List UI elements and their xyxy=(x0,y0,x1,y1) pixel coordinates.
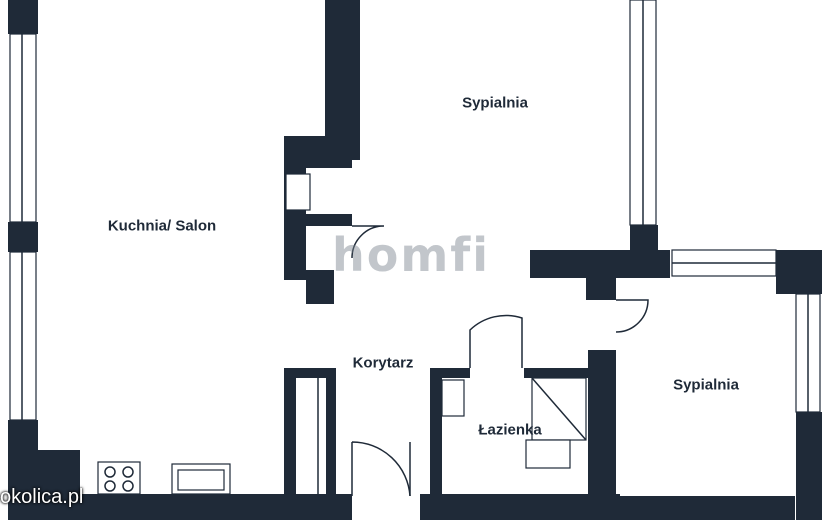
wardrobe-wall-right xyxy=(326,368,336,498)
watermark: homfi xyxy=(332,228,491,282)
pillar-right xyxy=(586,278,616,300)
left-wall-top xyxy=(8,0,38,34)
source-watermark: okolica.pl xyxy=(0,486,84,508)
bottom-wall-right xyxy=(620,496,795,520)
bathtub-edge xyxy=(525,439,571,469)
window-left-lower xyxy=(9,251,37,421)
door-bedroom-top xyxy=(351,225,385,259)
room-label-bedroom-top: Sypialnia xyxy=(462,94,528,112)
door-bathroom xyxy=(469,314,523,368)
window-left-upper xyxy=(9,33,37,223)
room-label-kitchen-living: Kuchnia/ Salon xyxy=(107,217,217,235)
right-wall-lower xyxy=(796,412,822,520)
corner-right xyxy=(776,250,822,294)
central-wall-upper xyxy=(325,0,360,160)
bath-wall-left xyxy=(430,368,442,496)
left-wall-bottom xyxy=(8,420,38,520)
bath-wall-top-right xyxy=(524,368,588,378)
room-label-bedroom-right: Sypialnia xyxy=(673,376,739,394)
door-right-bedroom xyxy=(615,299,649,333)
bottom-wall-mid xyxy=(420,494,620,520)
room-label-corridor: Korytarz xyxy=(352,354,414,372)
wardrobe-wall-top xyxy=(284,368,336,378)
central-wall-stub xyxy=(306,214,352,226)
fridge xyxy=(285,173,311,211)
bottom-wall xyxy=(80,494,352,520)
door-entrance xyxy=(351,441,411,497)
central-wall-jog xyxy=(284,136,352,168)
left-wall-mid xyxy=(8,222,38,252)
bath-wall-top xyxy=(430,368,470,378)
cooktop xyxy=(97,461,141,495)
bath-cabinet xyxy=(441,379,465,417)
room-label-bathroom: Łazienka xyxy=(478,421,542,439)
central-wall-lower xyxy=(306,270,334,304)
bedroom-top-bottom-wall xyxy=(530,250,670,278)
bedroom-right-left-wall xyxy=(588,350,616,496)
left-wall-foot xyxy=(38,450,80,520)
wardrobe-wall-left xyxy=(284,368,296,498)
